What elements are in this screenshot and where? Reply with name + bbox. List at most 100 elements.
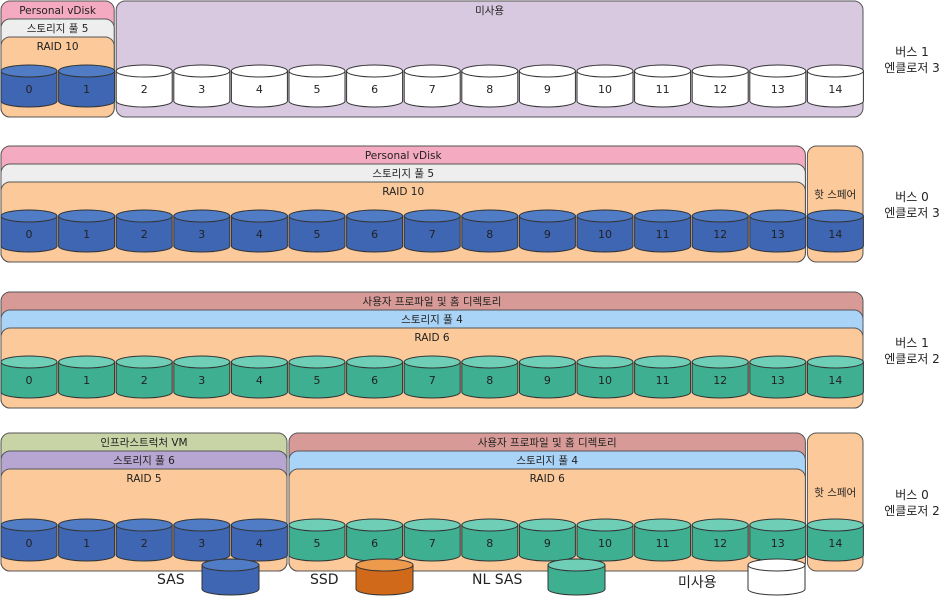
disk-number: 4 [256,83,263,96]
disk-top [173,209,231,223]
disk-body [749,215,807,253]
unused-label: 미사용 [475,5,504,17]
disk-number: 0 [26,83,33,96]
disk: 4 [230,209,288,253]
disk-body [0,70,58,108]
disk: 4 [230,518,288,562]
disk-number: 2 [141,83,148,96]
disk-body [173,524,231,562]
disk-body [403,361,461,399]
user-profile-label: 사용자 프로파일 및 홈 디렉토리 [363,295,502,308]
disk-body [461,361,519,399]
disk: 3 [173,209,231,253]
disk-top [634,209,692,223]
legend-disk-ssd-icon-top [355,558,414,572]
disk-body [230,215,288,253]
disk-body [346,70,404,108]
disk: 12 [691,355,749,399]
disk-number: 0 [26,228,33,241]
personal-vdisk-label: Personal vDisk [19,5,97,17]
disk-top [58,209,116,223]
raid-label: RAID 6 [414,332,450,344]
disk-top [288,64,346,78]
disk: 6 [346,355,404,399]
disk-top [749,355,807,369]
disk-body [518,524,576,562]
disk-body [58,524,116,562]
disk-body [806,70,864,108]
disk-top [288,355,346,369]
disk-top [806,64,864,78]
disk-number: 11 [656,537,670,550]
disk: 13 [749,64,807,108]
disk: 11 [634,518,692,562]
disk-body [806,361,864,399]
disk-number: 6 [371,228,378,241]
disk-number: 3 [198,537,205,550]
disk-number: 10 [598,228,612,241]
legend-disk-sas-icon-top [201,558,260,572]
disk-number: 1 [83,537,90,550]
disk: 2 [115,355,173,399]
disk-top [691,518,749,532]
storage-pool-label: 스토리지 풀 5 [27,23,89,35]
disk-top [806,209,864,223]
disk-number: 2 [141,374,148,387]
disk-number: 1 [83,83,90,96]
disk-number: 3 [198,374,205,387]
disk-top [518,64,576,78]
disk: 5 [288,64,346,108]
legend-disk-ssd-icon-body [355,564,414,596]
disk: 14 [806,209,864,253]
bus-label: 버스 1 [895,336,929,350]
disk-top [403,64,461,78]
raid-label: RAID 5 [126,473,161,485]
disk: 14 [806,64,864,108]
disk-number: 12 [713,228,727,241]
disk: 13 [749,209,807,253]
disk: 6 [346,64,404,108]
disk-number: 10 [598,374,612,387]
disk-body [634,70,692,108]
disk-top [403,209,461,223]
disk: 5 [288,209,346,253]
disk-number: 6 [371,537,378,550]
disk: 8 [461,355,519,399]
disk-number: 3 [198,83,205,96]
disk-top [691,209,749,223]
disk-number: 7 [429,537,436,550]
disk-body [230,70,288,108]
disk-top [346,64,404,78]
legend-disk-unused-icon [747,558,806,596]
disk-body [230,524,288,562]
disk: 14 [806,355,864,399]
disk: 9 [518,518,576,562]
disk-top [0,64,58,78]
disk-top [0,518,58,532]
disk-number: 13 [771,228,785,241]
disk-body [346,215,404,253]
storage-pool-label: 스토리지 풀 6 [113,455,175,467]
disk-number: 8 [486,537,493,550]
disk-top [230,64,288,78]
disk-top [403,518,461,532]
personal-vdisk-label: Personal vDisk [365,150,443,162]
disk-top [806,518,864,532]
disk: 4 [230,64,288,108]
disk-body [115,70,173,108]
disk: 7 [403,355,461,399]
disk-top [230,209,288,223]
disk-body [173,215,231,253]
disk: 12 [691,209,749,253]
disk-number: 12 [713,374,727,387]
disk: 1 [58,209,116,253]
disk-body [518,215,576,253]
disk: 10 [576,355,634,399]
user-profile-label: 사용자 프로파일 및 홈 디렉토리 [478,436,617,449]
disk-top [749,518,807,532]
disk-top [346,518,404,532]
disk-top [173,64,231,78]
disk: 7 [403,64,461,108]
disk-top [230,518,288,532]
